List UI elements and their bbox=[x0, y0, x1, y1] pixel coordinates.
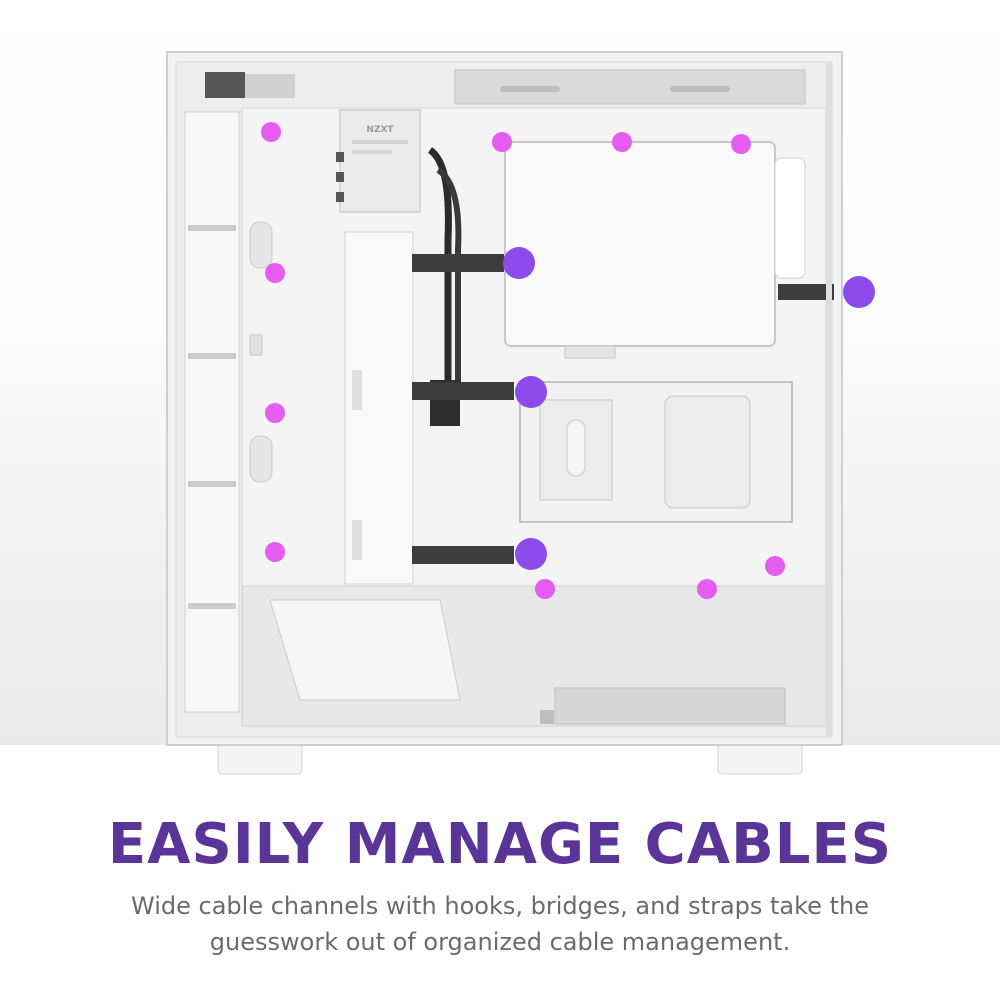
cable-strap-2 bbox=[412, 382, 514, 400]
hook-marker-icon bbox=[265, 263, 285, 283]
psu-vent bbox=[554, 687, 786, 725]
hook-marker-icon bbox=[265, 403, 285, 423]
strap-marker-icon bbox=[843, 276, 875, 308]
pc-case-illustration: NZXT bbox=[166, 51, 875, 775]
subtext: Wide cable channels with hooks, bridges,… bbox=[131, 892, 869, 956]
hook-marker-icon bbox=[765, 556, 785, 576]
strap-marker-icon bbox=[503, 247, 535, 279]
cable-strap-1 bbox=[412, 254, 514, 272]
floor bbox=[0, 745, 1000, 1000]
hook-marker-icon bbox=[535, 579, 555, 599]
hook-marker-icon bbox=[492, 132, 512, 152]
hook-marker-icon bbox=[265, 542, 285, 562]
hook-markers bbox=[261, 122, 785, 599]
cable-strap-4 bbox=[778, 284, 834, 300]
strap-markers bbox=[503, 247, 875, 570]
hook-marker-icon bbox=[731, 134, 751, 154]
strap-marker-icon bbox=[515, 538, 547, 570]
hook-marker-icon bbox=[612, 132, 632, 152]
drive-bracket bbox=[504, 141, 776, 347]
cable-strap-3 bbox=[412, 546, 514, 564]
strap-marker-icon bbox=[515, 376, 547, 408]
hook-marker-icon bbox=[261, 122, 281, 142]
module-brand-text: NZXT bbox=[366, 125, 394, 135]
headline: EASILY MANAGE CABLES bbox=[107, 812, 893, 877]
front-fan-bay bbox=[184, 111, 240, 713]
hook-marker-icon bbox=[697, 579, 717, 599]
